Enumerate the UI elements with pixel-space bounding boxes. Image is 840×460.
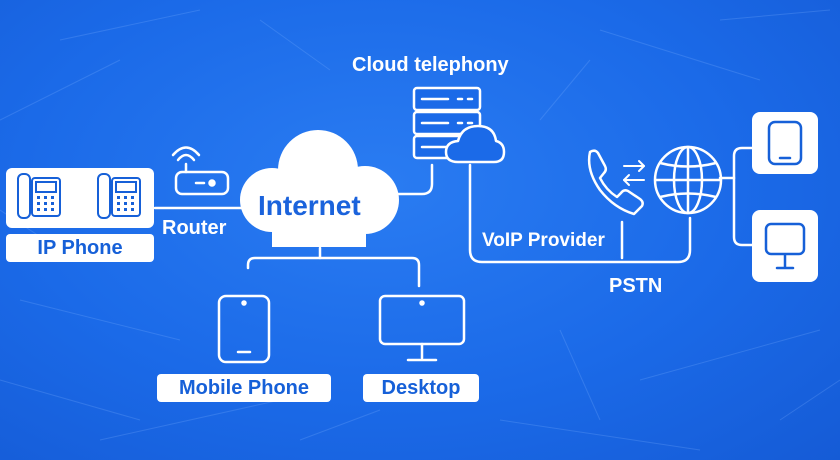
tablet-icon: [217, 294, 271, 364]
tablet-icon-pstn: [752, 112, 818, 174]
cloud-icon: [444, 124, 506, 164]
ip-phone-label: IP Phone: [6, 234, 154, 262]
monitor-icon-pstn: [752, 210, 818, 282]
pstn-devices-bracket: [732, 146, 754, 247]
ip-phone-icon: [6, 168, 154, 228]
mobile-phone-label: Mobile Phone: [157, 374, 331, 402]
cloud-telephony-label: Cloud telephony: [352, 54, 509, 76]
globe-icon: [653, 145, 723, 215]
desktop-label: Desktop: [363, 374, 479, 402]
internet-devices-link: [246, 256, 421, 288]
internet-cloud-link: [396, 163, 434, 196]
voip-provider-label: VoIP Provider: [482, 230, 605, 251]
internet-label: Internet: [258, 190, 361, 221]
router-label: Router: [162, 217, 227, 239]
cloud-pstn-link: [468, 163, 692, 264]
router-icon: [171, 146, 230, 196]
phone-handset-icon: [587, 149, 644, 216]
internet-cloud-icon: [240, 130, 399, 247]
transfer-arrows-icon: [623, 160, 645, 186]
monitor-icon: [378, 294, 466, 362]
pstn-label: PSTN: [609, 275, 663, 297]
